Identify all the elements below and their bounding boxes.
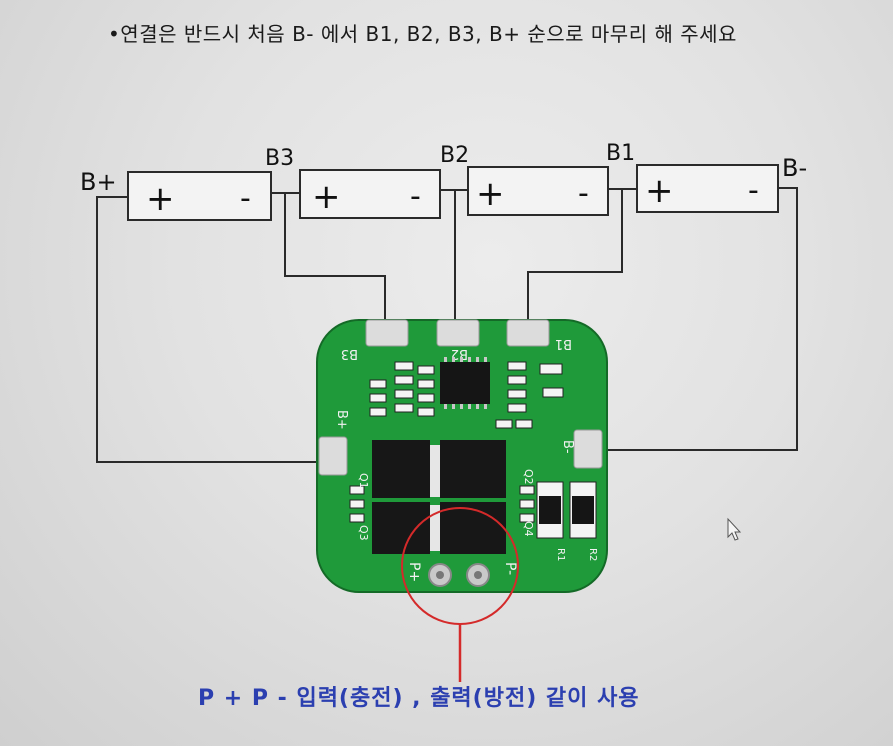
wire-b-minus [598, 187, 798, 451]
pad-b2 [436, 319, 480, 347]
r2-label: R2 [587, 548, 598, 561]
mosfet-q3 [372, 502, 430, 554]
cursor-icon [727, 517, 742, 541]
bms-board: B3 B2 B1 B+ B- [316, 319, 608, 593]
r1-label: R1 [555, 548, 566, 561]
ic-pins [444, 357, 487, 409]
pad-p-plus-label: P+ [406, 562, 422, 582]
label-b-plus: B+ [80, 168, 117, 196]
label-b2: B2 [440, 143, 469, 168]
cell-1: + - [636, 164, 779, 213]
cell-2-plus-sign: + [476, 174, 505, 214]
mosfet-q2 [440, 440, 506, 498]
cell-3-plus-sign: + [312, 177, 341, 217]
cell-1-minus-sign: - [748, 173, 759, 208]
pad-b-minus-label: B- [560, 440, 575, 454]
wire-b1-drop [527, 189, 623, 322]
label-b-minus: B- [782, 154, 807, 182]
cell-3-minus-sign: - [410, 179, 421, 214]
q1-label: Q1 [357, 473, 370, 489]
cell-2-minus-sign: - [578, 176, 589, 211]
instruction-text: •연결은 반드시 처음 B- 에서 B1, B2, B3, B+ 순으로 마무리… [108, 22, 737, 46]
pad-b2-label: B2 [451, 346, 468, 361]
pad-p-minus-hole [474, 571, 482, 579]
pad-b-plus-label: B+ [334, 410, 349, 430]
wire-b3-drop [284, 193, 386, 322]
smd-resistors [349, 361, 564, 523]
pad-p-plus-hole [436, 571, 444, 579]
cell-3: + - [299, 169, 441, 219]
pad-p-minus-label: P- [502, 562, 518, 575]
ic-chip [440, 362, 490, 404]
pad-b1-label: B1 [555, 336, 572, 351]
wires [96, 187, 798, 463]
terminal-labels: B+ B3 B2 B1 B- [80, 141, 807, 196]
cell-4-minus-sign: - [240, 181, 251, 216]
mosfet-tab-2 [430, 505, 440, 551]
pad-b3-label: B3 [341, 346, 358, 361]
q2-label: Q2 [522, 469, 535, 485]
cell-4-plus-sign: + [146, 179, 175, 219]
cell-2: + - [467, 166, 609, 216]
wire-b-plus [96, 196, 322, 463]
label-b1: B1 [606, 141, 635, 166]
pad-b-plus [318, 436, 348, 476]
pad-b1 [506, 319, 550, 347]
p-terminal-note: P + P - 입력(충전) , 출력(방전) 같이 사용 [198, 686, 640, 711]
pad-b-minus [573, 429, 603, 469]
label-b3: B3 [265, 146, 294, 171]
q4-label: Q4 [522, 521, 535, 537]
cell-1-plus-sign: + [645, 171, 674, 211]
cell-4: + - [127, 171, 272, 221]
resistor-r1-body [539, 496, 561, 524]
battery-cells: + - + - + - + - [127, 164, 779, 221]
pad-b3 [365, 319, 409, 347]
mosfet-tab-1 [430, 445, 440, 497]
q3-label: Q3 [357, 525, 370, 541]
resistor-r2-body [572, 496, 594, 524]
mosfet-q4 [440, 502, 506, 554]
mosfet-q1 [372, 440, 430, 498]
